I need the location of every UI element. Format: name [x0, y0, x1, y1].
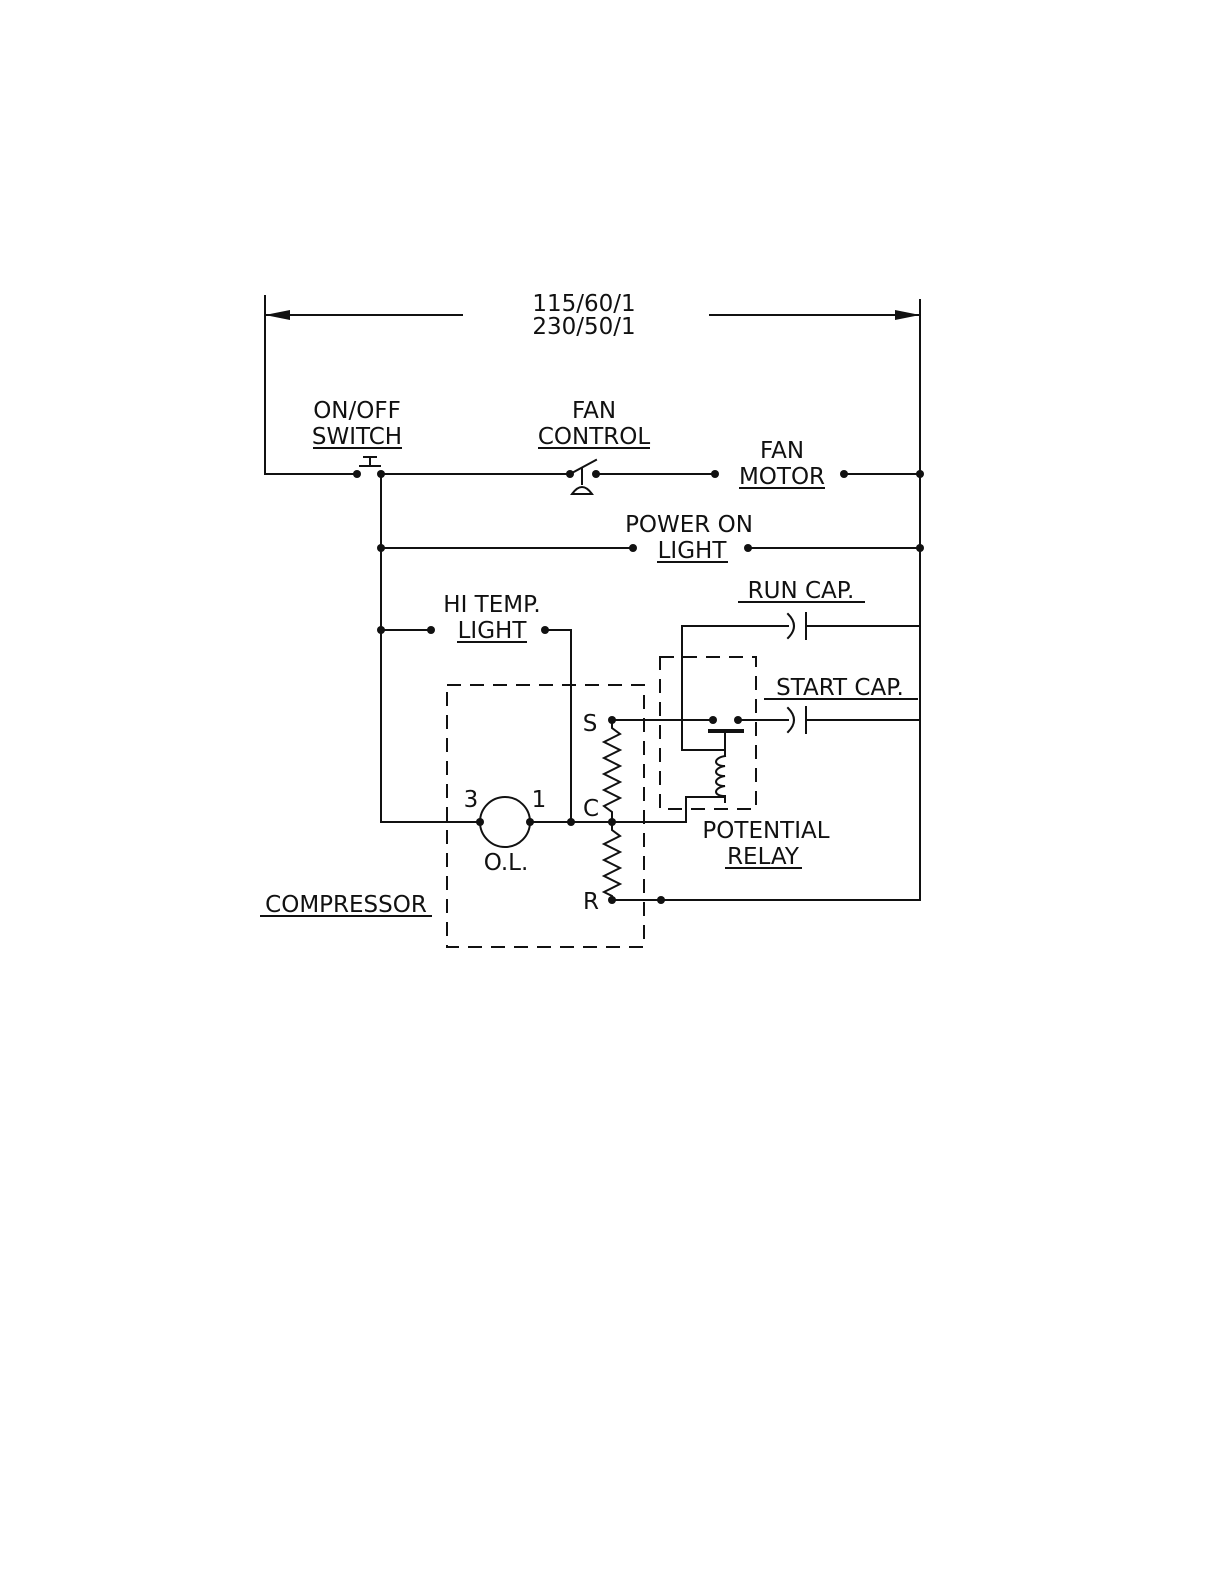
- fan-control-label-line2: CONTROL: [538, 424, 651, 450]
- relay-label-line1: POTENTIAL: [702, 818, 829, 844]
- ol-terminal-1-label: 1: [532, 787, 547, 813]
- potential-relay: [612, 657, 756, 822]
- overload-label: O.L.: [484, 850, 529, 876]
- on-off-switch-symbol: [360, 457, 380, 466]
- compressor-label: COMPRESSOR: [265, 892, 427, 918]
- start-cap-label: START CAP.: [776, 675, 904, 701]
- relay-label-line2: RELAY: [727, 844, 800, 870]
- run-winding: [604, 822, 620, 900]
- switch-label-line1: ON/OFF: [313, 398, 401, 424]
- overload-symbol: [480, 797, 530, 847]
- fan-circuit: [265, 457, 924, 494]
- hi-temp-label-line2: LIGHT: [458, 618, 528, 644]
- power-on-light-circuit: [377, 544, 924, 552]
- hi-temp-label-line1: HI TEMP.: [443, 592, 540, 618]
- compressor: [381, 685, 920, 947]
- terminal-s-label: S: [583, 711, 598, 737]
- switch-label-line2: SWITCH: [312, 424, 402, 450]
- power-on-label-line1: POWER ON: [625, 512, 753, 538]
- run-cap-label: RUN CAP.: [748, 578, 855, 604]
- fan-motor-label-line1: FAN: [760, 438, 804, 464]
- ol-terminal-3-label: 3: [464, 787, 479, 813]
- supply-voltage-line2: 230/50/1: [532, 314, 635, 340]
- fan-control-label-line1: FAN: [572, 398, 616, 424]
- terminal-c-label: C: [583, 796, 599, 822]
- start-winding: [604, 720, 620, 822]
- start-capacitor: [608, 707, 920, 733]
- fan-motor-label-line2: MOTOR: [739, 464, 825, 490]
- power-on-label-line2: LIGHT: [658, 538, 728, 564]
- terminal-r-label: R: [583, 889, 599, 915]
- fan-control-symbol: [570, 460, 600, 494]
